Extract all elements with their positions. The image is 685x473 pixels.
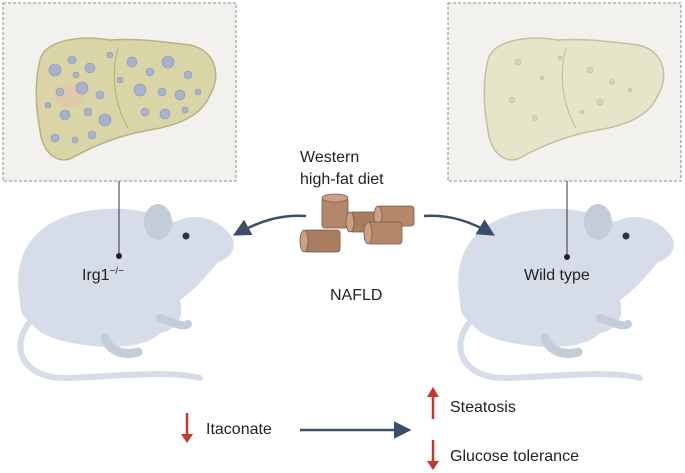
diet-label-line2: high-fat diet [300, 171, 384, 188]
wild-type-mouse [457, 204, 674, 382]
diet-label: Western high-fat diet [300, 147, 384, 191]
glucose-tolerance-down-icon [427, 440, 439, 470]
condition-label: NAFLD [330, 287, 383, 304]
outcome-steatosis-label: Steatosis [450, 399, 516, 416]
wild-type-liver-panel [447, 2, 682, 182]
knockout-label: Irg1−/− [82, 266, 124, 285]
outcome-glucose-label: Glucose tolerance [450, 448, 579, 465]
wild-type-label: Wild type [524, 267, 590, 284]
knockout-mouse [17, 204, 234, 382]
diet-pellets-icon [299, 193, 415, 253]
knockout-gene: Irg1 [82, 267, 110, 284]
itaconate-down-icon [181, 413, 193, 443]
knockout-connector-dot [116, 253, 122, 259]
diet-to-wild-type-arrow [423, 214, 496, 236]
metabolite-label: Itaconate [206, 421, 272, 438]
knockout-genotype: −/− [109, 266, 125, 277]
knockout-liver-panel [2, 2, 237, 182]
diet-to-knockout-arrow [232, 214, 307, 236]
steatosis-up-icon [427, 387, 439, 419]
wild-type-connector-dot [564, 254, 570, 260]
diet-label-line1: Western [300, 149, 360, 166]
